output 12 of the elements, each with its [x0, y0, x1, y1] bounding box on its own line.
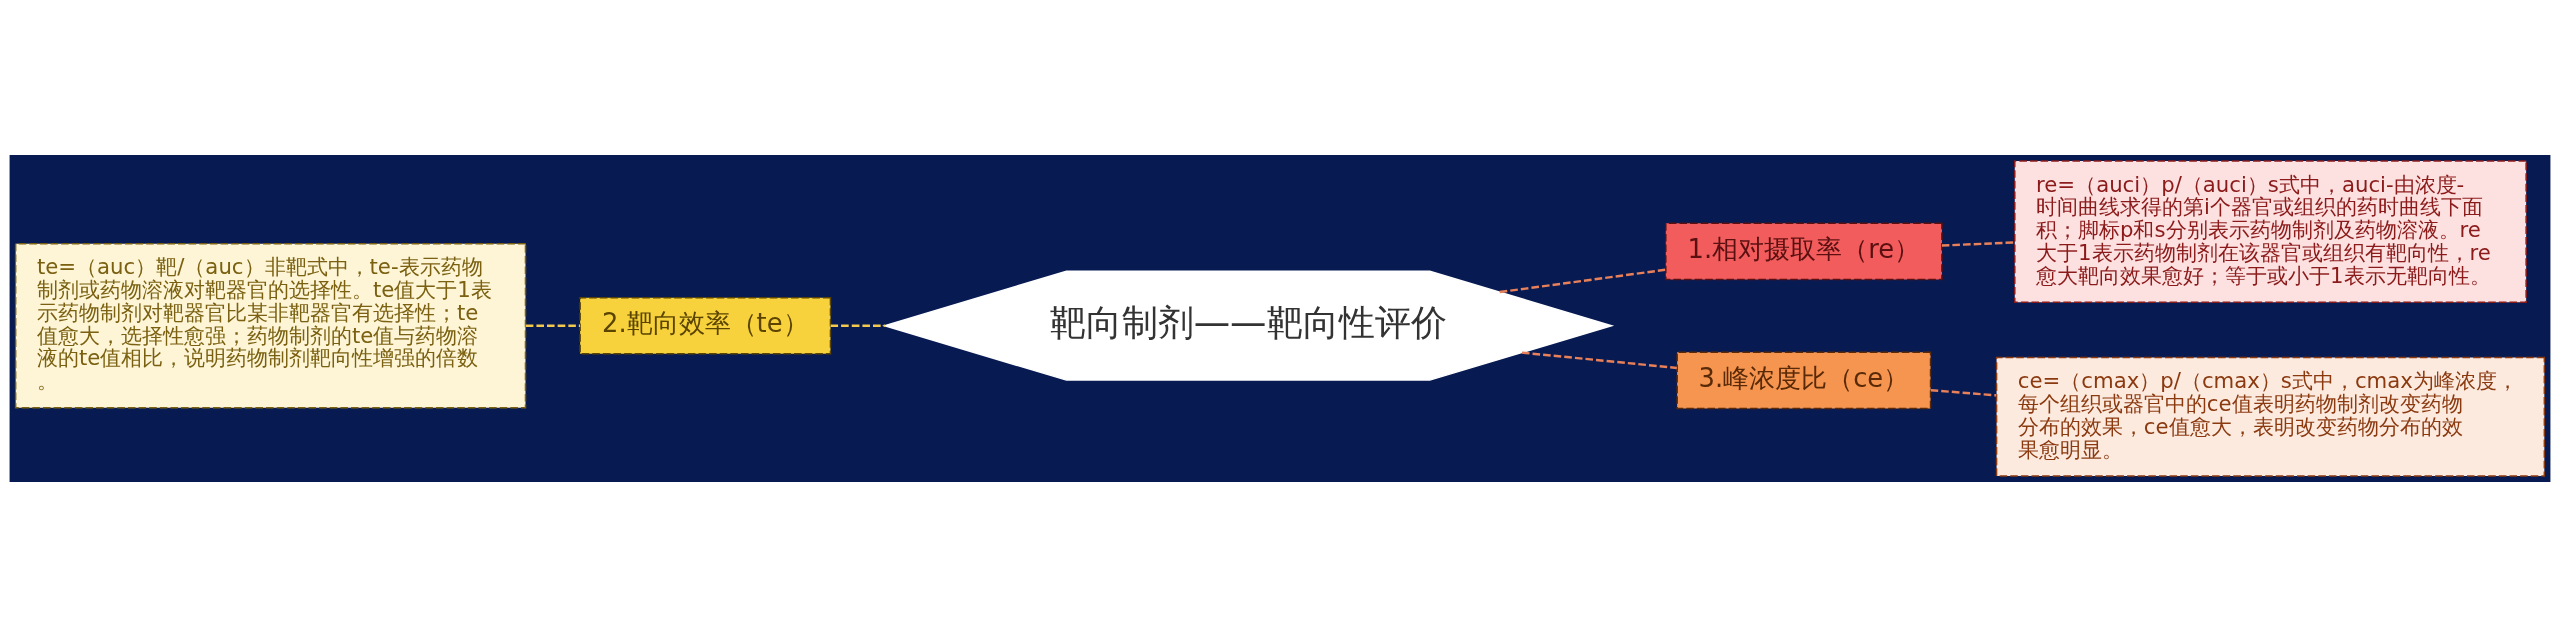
- node-box: ce=（cmax）p/（cmax）s式中，cmax为峰浓度，每个组织或器官中的ce值表明药物制剂改变药物分布的效果，ce值愈大，表明改变药物分布的效果愈明显。: [1995, 356, 2546, 477]
- node-box: re=（auci）p/（auci）s式中，auci-由浓度-时间曲线求得的第i个器官或组织的药时曲线下面积；脚标p和s分别表示药物制剂及药物溶液。re大于1表示药物制剂在该器官或组织有靶向性，re愈大靶向效果愈好；等于或小于1表示无靶向性。: [2014, 160, 2527, 303]
- node-box: te=（auc）靶/（auc）非靶式中，te-表示药物制剂或药物溶液对靶器官的选择性。te值大于1表示药物制剂对靶器官比某非靶器官有选择性；te值愈大，选择性愈强；药物制剂的te值与药物溶液的te值相比，说明药物制剂靶向性增强的倍数。: [14, 243, 527, 409]
- node-box: 1.相对摄取率（re）: [1665, 222, 1943, 281]
- connector: [1521, 351, 1677, 370]
- connector: [1930, 388, 1997, 397]
- connector: [525, 324, 581, 327]
- connector: [830, 324, 885, 327]
- node-box: 2.靶向效率（te）: [579, 296, 832, 355]
- node-box: 3.峰浓度比（ce）: [1676, 351, 1932, 410]
- connector: [1941, 241, 2015, 247]
- connector: [1499, 268, 1666, 294]
